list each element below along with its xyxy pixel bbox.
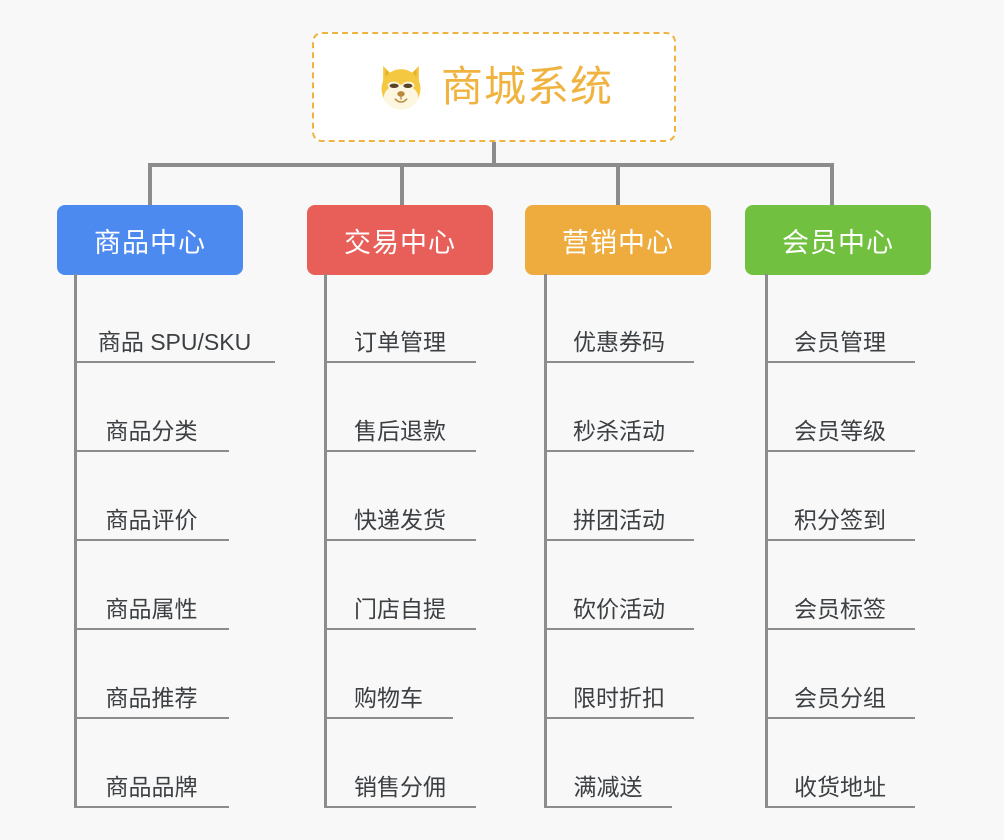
leaf-label: 订单管理 bbox=[354, 329, 446, 356]
category-box-member-center[interactable]: 会员中心 bbox=[745, 205, 931, 275]
leaf-label: 商品评价 bbox=[105, 507, 198, 534]
leaf-spine bbox=[765, 274, 768, 808]
leaf-item[interactable]: 售后退款 bbox=[324, 363, 476, 452]
leaf-item[interactable]: 会员管理 bbox=[765, 274, 915, 363]
leaf-label: 商品分类 bbox=[105, 418, 198, 445]
leaf-spine bbox=[74, 274, 77, 808]
leaf-item[interactable]: 满减送 bbox=[544, 719, 672, 808]
leaf-label: 商品推荐 bbox=[105, 685, 198, 712]
category-box-marketing-center[interactable]: 营销中心 bbox=[525, 205, 711, 275]
leaf-item[interactable]: 快递发货 bbox=[324, 452, 476, 541]
leaf-label: 商品 SPU/SKU bbox=[97, 329, 252, 356]
leaf-item[interactable]: 商品属性 bbox=[74, 541, 229, 630]
connector-root-stem bbox=[492, 142, 496, 165]
leaf-item[interactable]: 优惠券码 bbox=[544, 274, 694, 363]
leaf-item[interactable]: 限时折扣 bbox=[544, 630, 694, 719]
leaf-item[interactable]: 会员标签 bbox=[765, 541, 915, 630]
category-box-product-center[interactable]: 商品中心 bbox=[57, 205, 243, 275]
leaf-item[interactable]: 订单管理 bbox=[324, 274, 476, 363]
leaf-label: 门店自提 bbox=[354, 596, 446, 623]
category-label: 交易中心 bbox=[344, 227, 456, 258]
leaf-label: 会员分组 bbox=[794, 685, 886, 712]
leaf-label: 会员管理 bbox=[794, 329, 886, 356]
leaf-label: 秒杀活动 bbox=[573, 418, 665, 445]
leaf-label: 砍价活动 bbox=[573, 596, 665, 623]
leaf-label: 满减送 bbox=[573, 774, 643, 801]
connector-drop-member-center bbox=[830, 163, 834, 205]
leaf-item[interactable]: 拼团活动 bbox=[544, 452, 694, 541]
leaf-label: 会员等级 bbox=[794, 418, 886, 445]
leaf-item[interactable]: 销售分佣 bbox=[324, 719, 476, 808]
leaf-spine bbox=[544, 274, 547, 808]
category-box-trade-center[interactable]: 交易中心 bbox=[307, 205, 493, 275]
leaf-spine bbox=[324, 274, 327, 808]
root-node[interactable]: 商城系统 bbox=[312, 32, 676, 142]
leaf-item[interactable]: 积分签到 bbox=[765, 452, 915, 541]
leaf-item[interactable]: 购物车 bbox=[324, 630, 453, 719]
leaf-label: 收货地址 bbox=[794, 774, 886, 801]
leaf-label: 商品属性 bbox=[105, 596, 198, 623]
leaf-item[interactable]: 会员分组 bbox=[765, 630, 915, 719]
leaf-label: 限时折扣 bbox=[573, 685, 665, 712]
leaf-label: 积分签到 bbox=[794, 507, 886, 534]
connector-drop-marketing-center bbox=[616, 163, 620, 205]
connector-horizontal-bus bbox=[148, 163, 834, 167]
leaf-label: 商品品牌 bbox=[105, 774, 198, 801]
leaf-label: 优惠券码 bbox=[573, 329, 665, 356]
leaf-label: 销售分佣 bbox=[354, 774, 446, 801]
connector-drop-product-center bbox=[148, 163, 152, 205]
leaf-label: 会员标签 bbox=[794, 596, 886, 623]
shiba-dog-face-icon bbox=[375, 61, 427, 113]
category-label: 会员中心 bbox=[782, 227, 894, 258]
leaf-item[interactable]: 商品 SPU/SKU bbox=[74, 274, 275, 363]
leaf-label: 拼团活动 bbox=[573, 507, 665, 534]
leaf-label: 售后退款 bbox=[354, 418, 446, 445]
leaf-label: 购物车 bbox=[354, 685, 423, 712]
root-title: 商城系统 bbox=[440, 63, 613, 110]
leaf-item[interactable]: 商品评价 bbox=[74, 452, 229, 541]
leaf-item[interactable]: 收货地址 bbox=[765, 719, 915, 808]
connector-drop-trade-center bbox=[400, 163, 404, 205]
leaf-item[interactable]: 秒杀活动 bbox=[544, 363, 694, 452]
leaf-item[interactable]: 会员等级 bbox=[765, 363, 915, 452]
category-label: 商品中心 bbox=[94, 227, 206, 258]
leaf-item[interactable]: 商品分类 bbox=[74, 363, 229, 452]
leaf-item[interactable]: 砍价活动 bbox=[544, 541, 694, 630]
leaf-item[interactable]: 门店自提 bbox=[324, 541, 476, 630]
leaf-label: 快递发货 bbox=[354, 507, 446, 534]
leaf-item[interactable]: 商品推荐 bbox=[74, 630, 229, 719]
leaf-item[interactable]: 商品品牌 bbox=[74, 719, 229, 808]
category-label: 营销中心 bbox=[562, 227, 674, 258]
